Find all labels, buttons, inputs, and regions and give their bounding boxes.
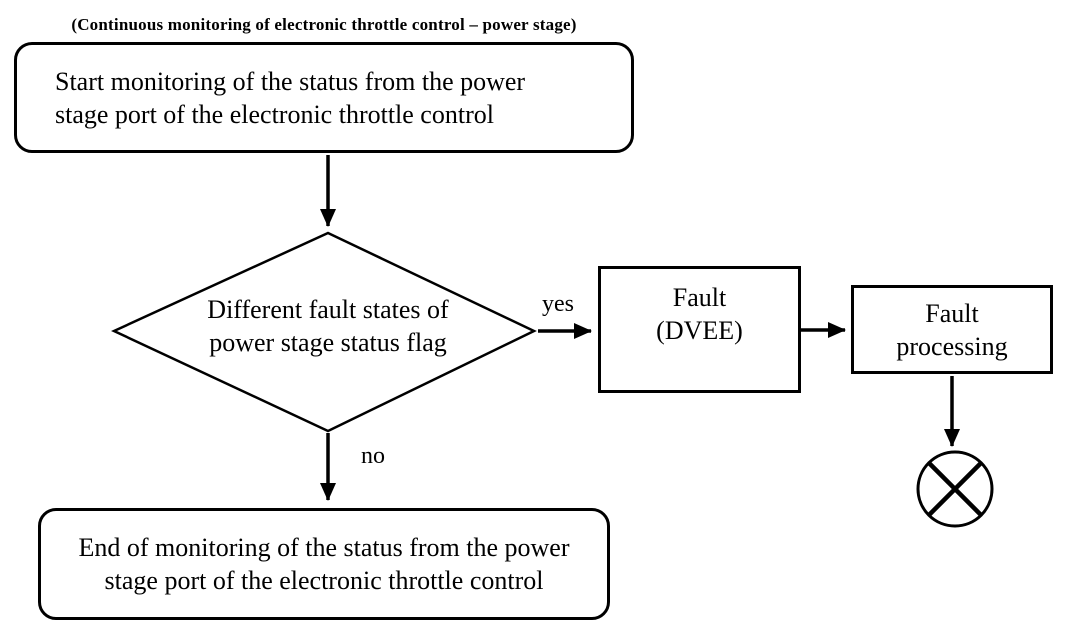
fault-processing-text-line1: Fault — [925, 298, 979, 328]
terminator-x-line-2 — [927, 461, 983, 517]
circle-x-terminator-icon — [916, 450, 994, 528]
start-node-text-line2: stage port of the electronic throttle co… — [55, 99, 494, 129]
decision-diamond — [111, 231, 537, 433]
decision-node-text-line2: power stage status flag — [209, 328, 447, 357]
fault-processing-text-line2: processing — [896, 331, 1008, 361]
fault-dvee-text-line2: (DVEE) — [656, 316, 743, 345]
end-node: End of monitoring of the status from the… — [38, 508, 610, 620]
fault-dvee-text-line1: Fault — [672, 283, 727, 312]
end-node-text-line1: End of monitoring of the status from the… — [78, 533, 570, 562]
diagram-title: (Continuous monitoring of electronic thr… — [71, 15, 577, 34]
fault-processing-node: Fault processing — [851, 285, 1053, 374]
end-node-text-line2: stage port of the electronic throttle co… — [104, 566, 544, 595]
fault-dvee-node: Fault (DVEE) — [598, 266, 801, 393]
start-node: Start monitoring of the status from the … — [14, 42, 634, 153]
decision-node-text-line1: Different fault states of — [207, 295, 449, 324]
yes-branch-label: yes — [542, 291, 574, 317]
no-branch-label: no — [361, 443, 385, 469]
decision-node-text: Different fault states of power stage st… — [150, 293, 506, 359]
start-node-text-line1: Start monitoring of the status from the … — [55, 66, 526, 96]
